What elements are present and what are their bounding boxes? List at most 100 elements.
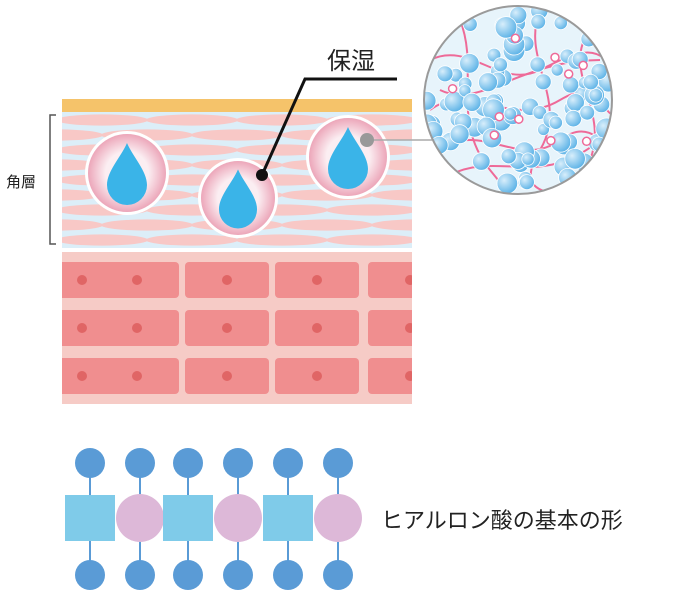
water-molecule bbox=[459, 53, 480, 74]
stratum-cell bbox=[62, 219, 103, 231]
water-molecule bbox=[493, 57, 508, 73]
water-molecule bbox=[534, 73, 552, 91]
stratum-cell bbox=[236, 114, 328, 126]
water-molecule bbox=[564, 109, 583, 128]
stratum-cell bbox=[62, 114, 148, 126]
molecule-bottom-node bbox=[75, 560, 105, 590]
molecule-bottom-node bbox=[223, 560, 253, 590]
cell-layer bbox=[62, 252, 412, 404]
zoom-leader-dot bbox=[360, 133, 374, 147]
molecule-top-node bbox=[323, 448, 353, 478]
water-molecule bbox=[436, 65, 454, 83]
stratum-cell bbox=[416, 204, 508, 215]
hyaluronic-acid-title: ヒアルロン酸の基本の形 bbox=[381, 509, 623, 534]
molecule-bottom-node bbox=[173, 560, 203, 590]
moisturizing-label: 保湿 bbox=[327, 47, 375, 75]
stratum-corneum-label: 角層 bbox=[6, 173, 36, 191]
cell-nucleus bbox=[77, 371, 87, 381]
water-molecule bbox=[478, 72, 498, 93]
water-molecule bbox=[496, 172, 519, 194]
stratum-cell bbox=[146, 144, 238, 156]
water-molecule bbox=[494, 16, 518, 39]
stratum-cell bbox=[326, 204, 412, 216]
molecule-top-node bbox=[125, 448, 155, 478]
molecule-unit bbox=[65, 448, 115, 590]
fiber-knot bbox=[514, 114, 524, 124]
molecule-unit bbox=[263, 448, 313, 590]
molecule-square-sugar bbox=[65, 495, 115, 541]
fiber-knot bbox=[578, 60, 588, 71]
stratum-cell bbox=[371, 219, 412, 231]
water-droplet-icon bbox=[218, 169, 258, 229]
water-molecule bbox=[519, 174, 535, 191]
cell-nucleus bbox=[77, 323, 87, 333]
cell-nucleus bbox=[405, 371, 412, 381]
water-molecule bbox=[500, 148, 517, 165]
water-molecule bbox=[550, 63, 564, 77]
stratum-cell bbox=[281, 219, 373, 231]
water-molecule bbox=[564, 148, 586, 170]
fiber-knot bbox=[546, 135, 556, 146]
stratum-cell bbox=[371, 189, 412, 201]
moisturizing-leader-line bbox=[260, 77, 397, 176]
stratum-cell bbox=[416, 234, 508, 245]
water-molecule bbox=[582, 74, 599, 91]
molecule-bottom-node bbox=[323, 560, 353, 590]
cell-nucleus bbox=[312, 323, 322, 333]
cell-nucleus bbox=[222, 371, 232, 381]
fiber-knot bbox=[563, 69, 574, 79]
cell-nucleus bbox=[132, 323, 142, 333]
molecule-unit bbox=[116, 448, 164, 590]
water-molecule bbox=[529, 56, 546, 73]
water-droplet-icon bbox=[107, 143, 147, 205]
skin-cell bbox=[368, 310, 412, 346]
molecule-round-sugar bbox=[314, 494, 362, 542]
stratum-cell bbox=[146, 234, 238, 246]
cell-nucleus bbox=[222, 275, 232, 285]
hyaluronic-acid-molecule bbox=[65, 448, 362, 590]
molecule-bottom-node bbox=[125, 560, 155, 590]
water-molecule bbox=[503, 107, 518, 121]
cell-nucleus bbox=[132, 371, 142, 381]
molecule-top-node bbox=[223, 448, 253, 478]
water-molecule bbox=[521, 152, 535, 166]
water-molecule bbox=[462, 92, 482, 112]
skin-surface-band bbox=[62, 99, 412, 112]
fiber-knot bbox=[489, 130, 500, 140]
cell-nucleus bbox=[312, 371, 322, 381]
fiber-knot bbox=[494, 111, 505, 122]
cell-nucleus bbox=[132, 275, 142, 285]
molecule-round-sugar bbox=[116, 494, 164, 542]
water-molecule bbox=[579, 104, 595, 121]
molecule-bottom-node bbox=[273, 560, 303, 590]
cell-nucleus bbox=[405, 275, 412, 285]
skin-cell bbox=[368, 358, 412, 394]
molecule-unit bbox=[214, 448, 262, 590]
stratum-cell bbox=[236, 144, 328, 156]
cell-nucleus bbox=[222, 323, 232, 333]
moisturizing-leader-dot bbox=[256, 169, 268, 181]
water-molecule bbox=[424, 90, 437, 111]
molecule-top-node bbox=[75, 448, 105, 478]
stratum-cell bbox=[62, 129, 103, 141]
cell-nucleus bbox=[77, 275, 87, 285]
water-molecule bbox=[472, 152, 491, 171]
molecule-square-sugar bbox=[263, 495, 313, 541]
fiber-knot bbox=[581, 136, 592, 147]
water-molecule bbox=[449, 124, 470, 145]
stratum-cell bbox=[326, 234, 412, 246]
skin-cell bbox=[368, 262, 412, 298]
moisture-sphere bbox=[85, 131, 169, 215]
stratum-cell bbox=[101, 219, 193, 231]
fiber-knot bbox=[550, 52, 560, 63]
fiber-knot bbox=[447, 83, 458, 94]
molecule-unit bbox=[163, 448, 213, 590]
molecule-top-node bbox=[273, 448, 303, 478]
water-molecule bbox=[561, 76, 580, 94]
stratum-cell bbox=[146, 114, 238, 126]
fiber-knot bbox=[510, 33, 521, 44]
stratum-cell bbox=[191, 129, 283, 141]
water-molecule bbox=[530, 13, 546, 30]
molecule-square-sugar bbox=[163, 495, 213, 541]
